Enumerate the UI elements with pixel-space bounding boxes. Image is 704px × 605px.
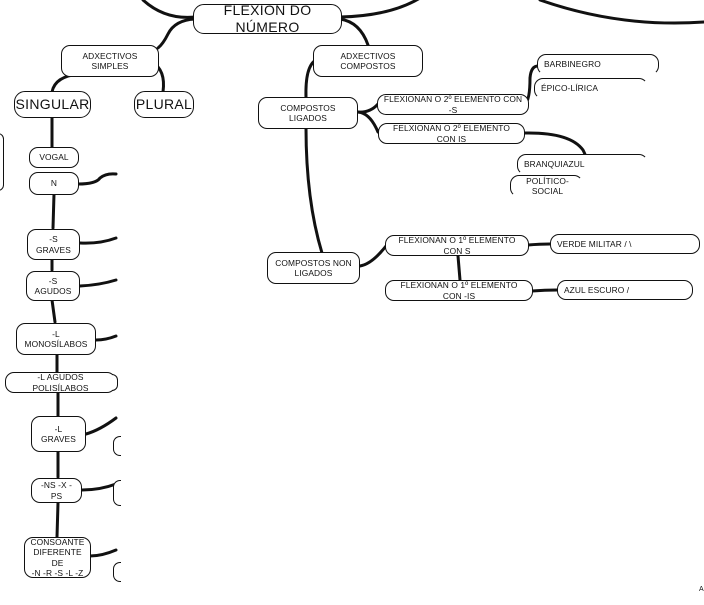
singular-item-consoante[interactable]: CONSOANTE DIFERENTE DE -N -R -S -L -Z — [24, 537, 91, 578]
plural-node[interactable]: PLURAL — [134, 91, 194, 118]
singular-node[interactable]: SINGULAR — [14, 91, 91, 118]
top-left-arc — [141, 0, 197, 19]
singular-item-vogal[interactable]: VOGAL — [29, 147, 79, 168]
example-branquiazul[interactable]: BRANQUIAZUL — [517, 154, 648, 175]
singular-item-l-monosilabos[interactable]: -L MONOSÍLABOS — [16, 323, 96, 355]
link-rule1-s-example — [526, 242, 552, 247]
link-compostos-nonligados — [304, 126, 324, 255]
singular-item-s-graves[interactable]: -S GRAVES — [27, 229, 80, 260]
corner-mark: A — [699, 586, 704, 593]
adxectivos-compostos-node[interactable]: ADXECTIVOS COMPOSTOS — [313, 45, 423, 77]
singular-item-n[interactable]: N — [29, 172, 79, 195]
example-epico-lirica[interactable]: ÉPICO-LÍRICA — [534, 78, 648, 99]
example-azul-escuro[interactable]: AZUL ESCURO / — [557, 280, 693, 300]
link-ligados-rule-s — [356, 102, 380, 114]
example-politico-social[interactable]: POLÍTICO-SOCIAL — [510, 175, 583, 197]
singular-item-s-agudos[interactable]: -S AGUDOS — [26, 271, 80, 301]
left-edge-node-fragment — [0, 133, 4, 191]
branch-n — [76, 172, 118, 186]
branch-consoante — [88, 548, 118, 558]
adxectivos-simples-node[interactable]: ADXECTIVOS SIMPLES — [61, 45, 159, 77]
ligados-rule-2-s[interactable]: FLEXIONAN O 2º ELEMENTO CON -S — [377, 94, 529, 115]
branch-l-graves — [84, 416, 118, 436]
clipped-node-fragment — [113, 562, 121, 582]
root-node[interactable]: FLEXIÓN DO NÚMERO — [193, 4, 342, 34]
example-verde-militar[interactable]: VERDE MILITAR / \ — [550, 234, 700, 254]
clipped-node-fragment — [113, 436, 121, 456]
singular-trunk — [50, 115, 60, 539]
non-ligados-rule-1-is[interactable]: FLEXIONAN O 1º ELEMENTO CON -IS — [385, 280, 533, 301]
link-rule1-is-example — [530, 288, 559, 293]
link-root-compostos — [338, 17, 370, 47]
compostos-non-ligados-node[interactable]: COMPOSTOS NON LIGADOS — [267, 252, 360, 284]
branch-l-mono — [94, 334, 118, 342]
clipped-node-fragment — [113, 480, 121, 506]
link-nonligados-rule — [358, 244, 388, 268]
non-ligados-rule-1-s[interactable]: FLEXIONAN O 1º ELEMENTO CON S — [385, 235, 529, 256]
top-far-arc — [538, 0, 704, 25]
link-ligados-rule-is — [356, 110, 380, 134]
link-rule1-s-is — [456, 254, 462, 282]
ligados-rule-2-is[interactable]: FELXIONAN O 2º ELEMENTO CON IS — [378, 123, 525, 144]
singular-item-l-graves[interactable]: -L GRAVES — [31, 416, 86, 452]
top-right-arc — [338, 0, 420, 19]
compostos-ligados-node[interactable]: COMPOSTOS LIGADOS — [258, 97, 358, 129]
branch-s-agudos — [78, 278, 118, 288]
singular-item-l-agudos-polisilabos[interactable]: -L AGUDOS POLISÍLABOS — [5, 372, 116, 393]
singular-item-ns-x-ps[interactable]: -NS -X -PS — [31, 478, 82, 503]
link-root-simples — [156, 17, 197, 50]
example-barbinegro[interactable]: BARBINEGRO — [537, 54, 659, 75]
branch-s-graves — [78, 236, 118, 245]
branch-ns — [80, 482, 118, 492]
